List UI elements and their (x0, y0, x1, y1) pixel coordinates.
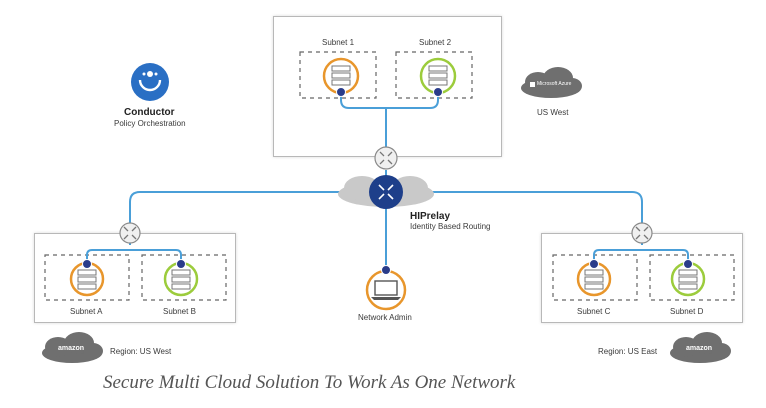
diagram-caption: Secure Multi Cloud Solution To Work As O… (103, 372, 516, 393)
subnet-a-label: Subnet A (70, 307, 103, 316)
conductor-subtitle: Policy Orchestration (114, 119, 186, 128)
aws-left-logo-text: amazon (58, 345, 85, 352)
top-region-label: US West (537, 108, 569, 117)
aws-cloud-left-icon (42, 332, 103, 363)
server-subnet-c-icon (576, 259, 612, 297)
right-subnet-link (593, 249, 689, 263)
left-router-icon (119, 222, 141, 244)
subnet-c-label: Subnet C (577, 307, 611, 316)
right-router-icon (631, 222, 653, 244)
right-trunk-link (400, 191, 643, 227)
server-subnet-b-icon (163, 259, 199, 297)
aws-right-logo-text: amazon (686, 345, 713, 352)
subnet-2-label: Subnet 2 (419, 38, 452, 47)
server-subnet-2-icon (419, 57, 457, 97)
subnet-b-label: Subnet B (163, 307, 196, 316)
aws-cloud-right-icon (670, 332, 731, 363)
subnet-2-frame (395, 51, 473, 99)
network-admin-label: Network Admin (358, 313, 412, 322)
server-subnet-a-icon (69, 259, 105, 297)
top-cloud-box (273, 16, 502, 157)
right-cloud-box (541, 233, 743, 323)
top-router-icon (374, 146, 398, 170)
subnet-d-label: Subnet D (670, 307, 704, 316)
conductor-title: Conductor (124, 107, 175, 118)
top-subnet-link (340, 92, 439, 109)
azure-cloud-icon (521, 67, 582, 98)
subnet-d-frame (649, 254, 735, 301)
right-region-label: Region: US East (598, 347, 658, 356)
conductor-icon (131, 63, 169, 101)
subnet-b-frame (141, 254, 227, 301)
hiprelay-cloud-icon (338, 175, 434, 209)
left-region-label: Region: US West (110, 347, 172, 356)
azure-logo-text: Microsoft Azure (537, 81, 572, 87)
left-trunk-link (129, 191, 372, 227)
subnet-1-frame (299, 51, 377, 99)
laptop-icon (365, 265, 407, 311)
server-subnet-1-icon (322, 57, 360, 97)
subnet-1-label: Subnet 1 (322, 38, 355, 47)
left-subnet-link (86, 249, 182, 263)
hiprelay-title: HIPrelay (410, 211, 451, 222)
server-subnet-d-icon (670, 259, 706, 297)
left-cloud-box (34, 233, 236, 323)
hiprelay-subtitle: Identity Based Routing (410, 222, 491, 231)
